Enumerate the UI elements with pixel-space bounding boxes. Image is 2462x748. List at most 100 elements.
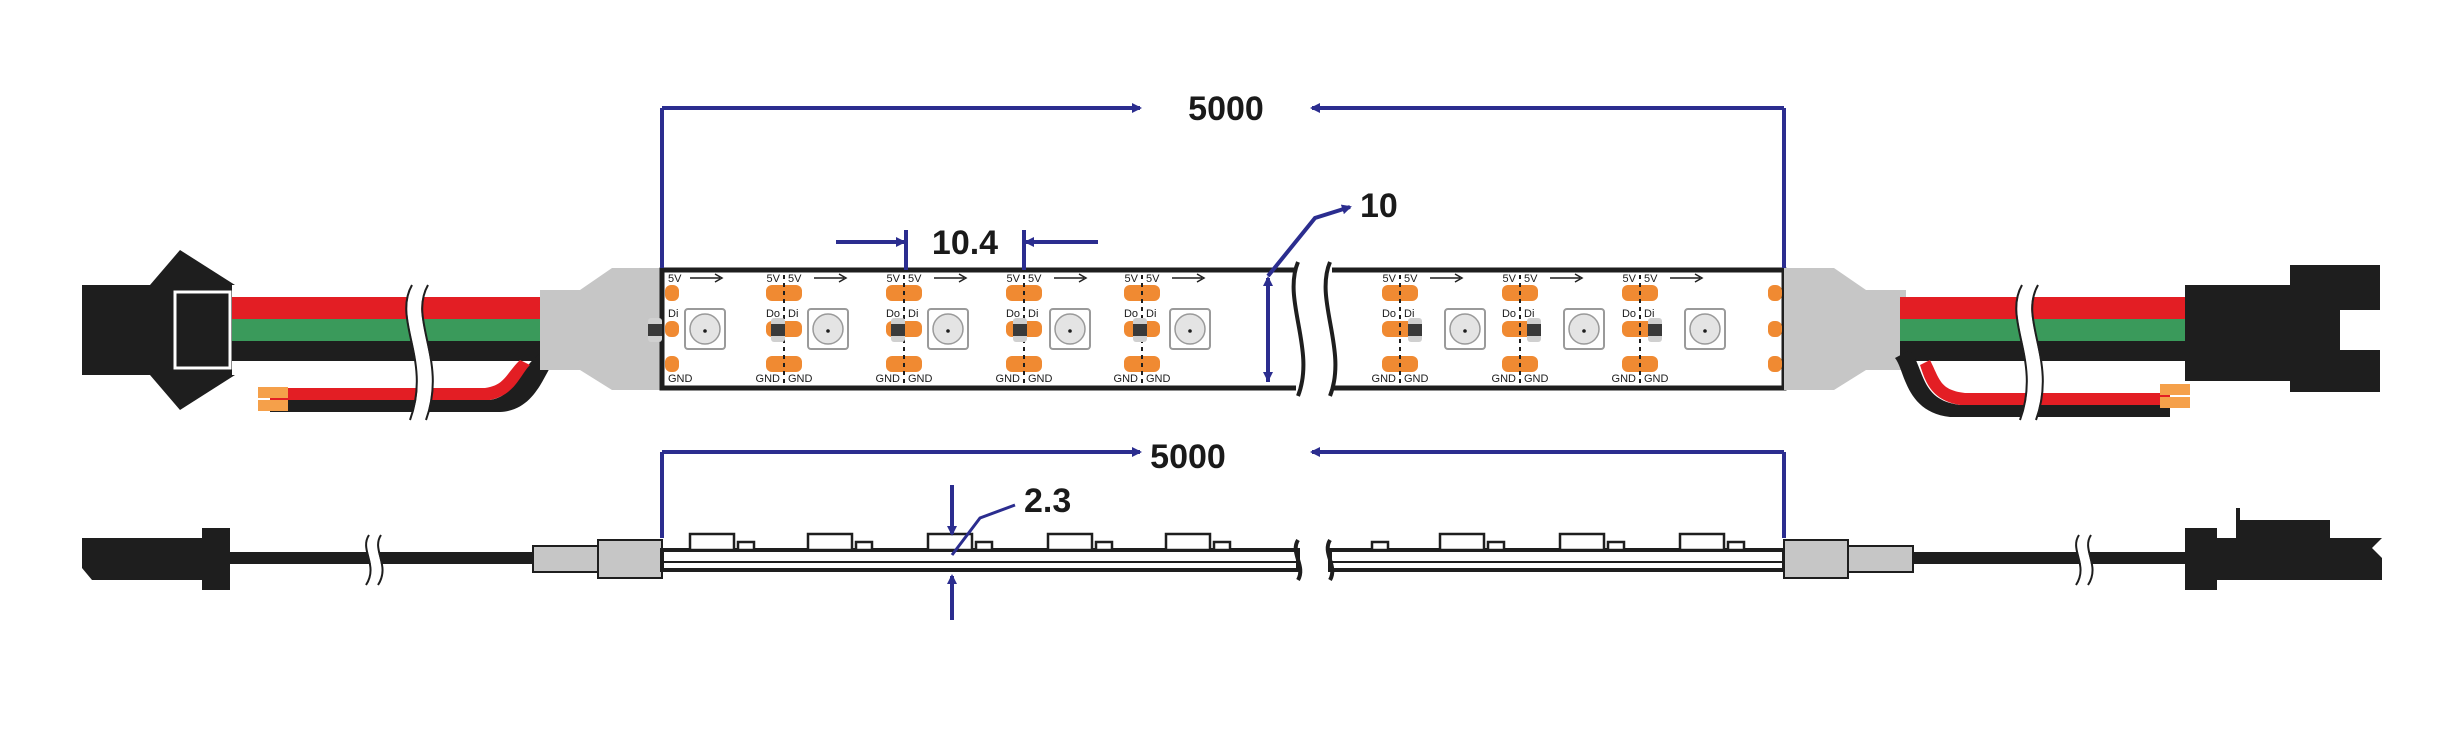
capacitor-profile — [1094, 540, 1114, 552]
pad-label-di: Di — [1524, 308, 1534, 320]
right-cable-side — [1913, 552, 2198, 564]
capacitor-profile — [1606, 540, 1626, 552]
data-direction-arrowhead — [1078, 273, 1088, 283]
pad-5v — [665, 285, 679, 301]
strip-profile — [660, 538, 1786, 581]
led-profile — [806, 532, 854, 552]
pad-label-di: Di — [668, 308, 678, 320]
pad-label-5v: 5V — [1146, 273, 1160, 285]
led-die — [946, 329, 950, 333]
pad-label-gnd: GND — [1524, 373, 1549, 385]
capacitor-body — [771, 324, 785, 336]
pad-label-5v: 5V — [1125, 273, 1139, 285]
left-wires — [230, 281, 560, 423]
right-connector-side — [2185, 508, 2382, 590]
pad-label-do: Do — [766, 308, 780, 320]
led-lens — [689, 313, 721, 345]
width-dimension: 10 — [1263, 187, 1398, 382]
led-chip — [1133, 308, 1211, 350]
pad-label-5v: 5V — [908, 273, 922, 285]
side-view: 5000 2.3 — [82, 438, 2382, 620]
led-die — [826, 329, 830, 333]
led-profile — [688, 532, 736, 552]
pad-label-di: Di — [1028, 308, 1038, 320]
data-direction-arrowhead — [1574, 273, 1584, 283]
length-dimension-bottom: 5000 — [660, 438, 1786, 538]
led-chip — [1648, 308, 1726, 350]
pad-label-di: Di — [1146, 308, 1156, 320]
pad-label-do: Do — [1622, 308, 1636, 320]
pad-label-di: Di — [908, 308, 918, 320]
capacitor-body — [1013, 324, 1027, 336]
right-connector — [2185, 265, 2380, 392]
pad-label-gnd: GND — [1146, 373, 1171, 385]
capacitor-body — [1408, 324, 1422, 336]
capacitor-body — [891, 324, 905, 336]
led-chip — [891, 308, 969, 350]
capacitor-profile — [1726, 540, 1746, 552]
capacitor-body — [1133, 324, 1147, 336]
right-wires — [1895, 281, 2190, 423]
capacitor-body — [1527, 324, 1541, 336]
right-end-cap-side — [1783, 539, 1914, 579]
pad-label-5v: 5V — [668, 273, 682, 285]
pad-label-5v: 5V — [1623, 273, 1637, 285]
pad-gnd — [665, 356, 679, 372]
pad-label-5v: 5V — [1404, 273, 1418, 285]
pad-label-gnd: GND — [1404, 373, 1429, 385]
thickness-dimension: 2.3 — [947, 482, 1071, 620]
pad-label-do: Do — [1502, 308, 1516, 320]
data-direction-arrowhead — [958, 273, 968, 283]
pad-label-5v: 5V — [1007, 273, 1021, 285]
pad-label-di: Di — [1644, 308, 1654, 320]
led-profile — [1558, 532, 1606, 552]
capacitor-profile — [974, 540, 994, 552]
pad-label-5v: 5V — [767, 273, 781, 285]
width-label: 10 — [1360, 187, 1398, 225]
led-lens — [1449, 313, 1481, 345]
led-profile — [1164, 532, 1212, 552]
pad-label-gnd: GND — [1028, 373, 1053, 385]
led-lens — [1568, 313, 1600, 345]
capacitor-body — [648, 324, 662, 336]
length-label-top: 5000 — [1188, 90, 1264, 128]
pad-label-5v: 5V — [788, 273, 802, 285]
led-die — [1068, 329, 1072, 333]
capacitor-body — [1648, 324, 1662, 336]
led-chip — [771, 308, 849, 350]
led-die — [1188, 329, 1192, 333]
capacitor-profile — [736, 540, 756, 552]
pad-label-gnd: GND — [788, 373, 813, 385]
pad-label-gnd: GND — [908, 373, 933, 385]
pad-label-do: Do — [1006, 308, 1020, 320]
length-label-bottom: 5000 — [1150, 438, 1226, 476]
led-profile — [1438, 532, 1486, 552]
data-direction-arrowhead — [838, 273, 848, 283]
pad-label-gnd: GND — [1372, 373, 1397, 385]
led-profile — [1046, 532, 1094, 552]
pad-label-5v: 5V — [1503, 273, 1517, 285]
capacitor-profile — [854, 540, 874, 552]
led-chip — [648, 308, 726, 350]
pad-label-gnd: GND — [876, 373, 901, 385]
length-dimension-top: 5000 — [660, 90, 1786, 268]
led-lens — [932, 313, 964, 345]
led-chip — [1408, 308, 1486, 350]
right-end-cap — [1784, 268, 1906, 390]
pitch-label: 10.4 — [932, 224, 998, 262]
led-chip — [1013, 308, 1091, 350]
left-cable-side — [230, 552, 535, 564]
led-profile — [1678, 532, 1726, 552]
pad-label-gnd: GND — [996, 373, 1021, 385]
pad-label-5v: 5V — [887, 273, 901, 285]
left-connector-side — [82, 528, 230, 590]
data-direction-arrowhead — [1454, 273, 1464, 283]
pad-label-gnd: GND — [1492, 373, 1517, 385]
capacitor-profile — [1486, 540, 1506, 552]
led-lens — [1689, 313, 1721, 345]
